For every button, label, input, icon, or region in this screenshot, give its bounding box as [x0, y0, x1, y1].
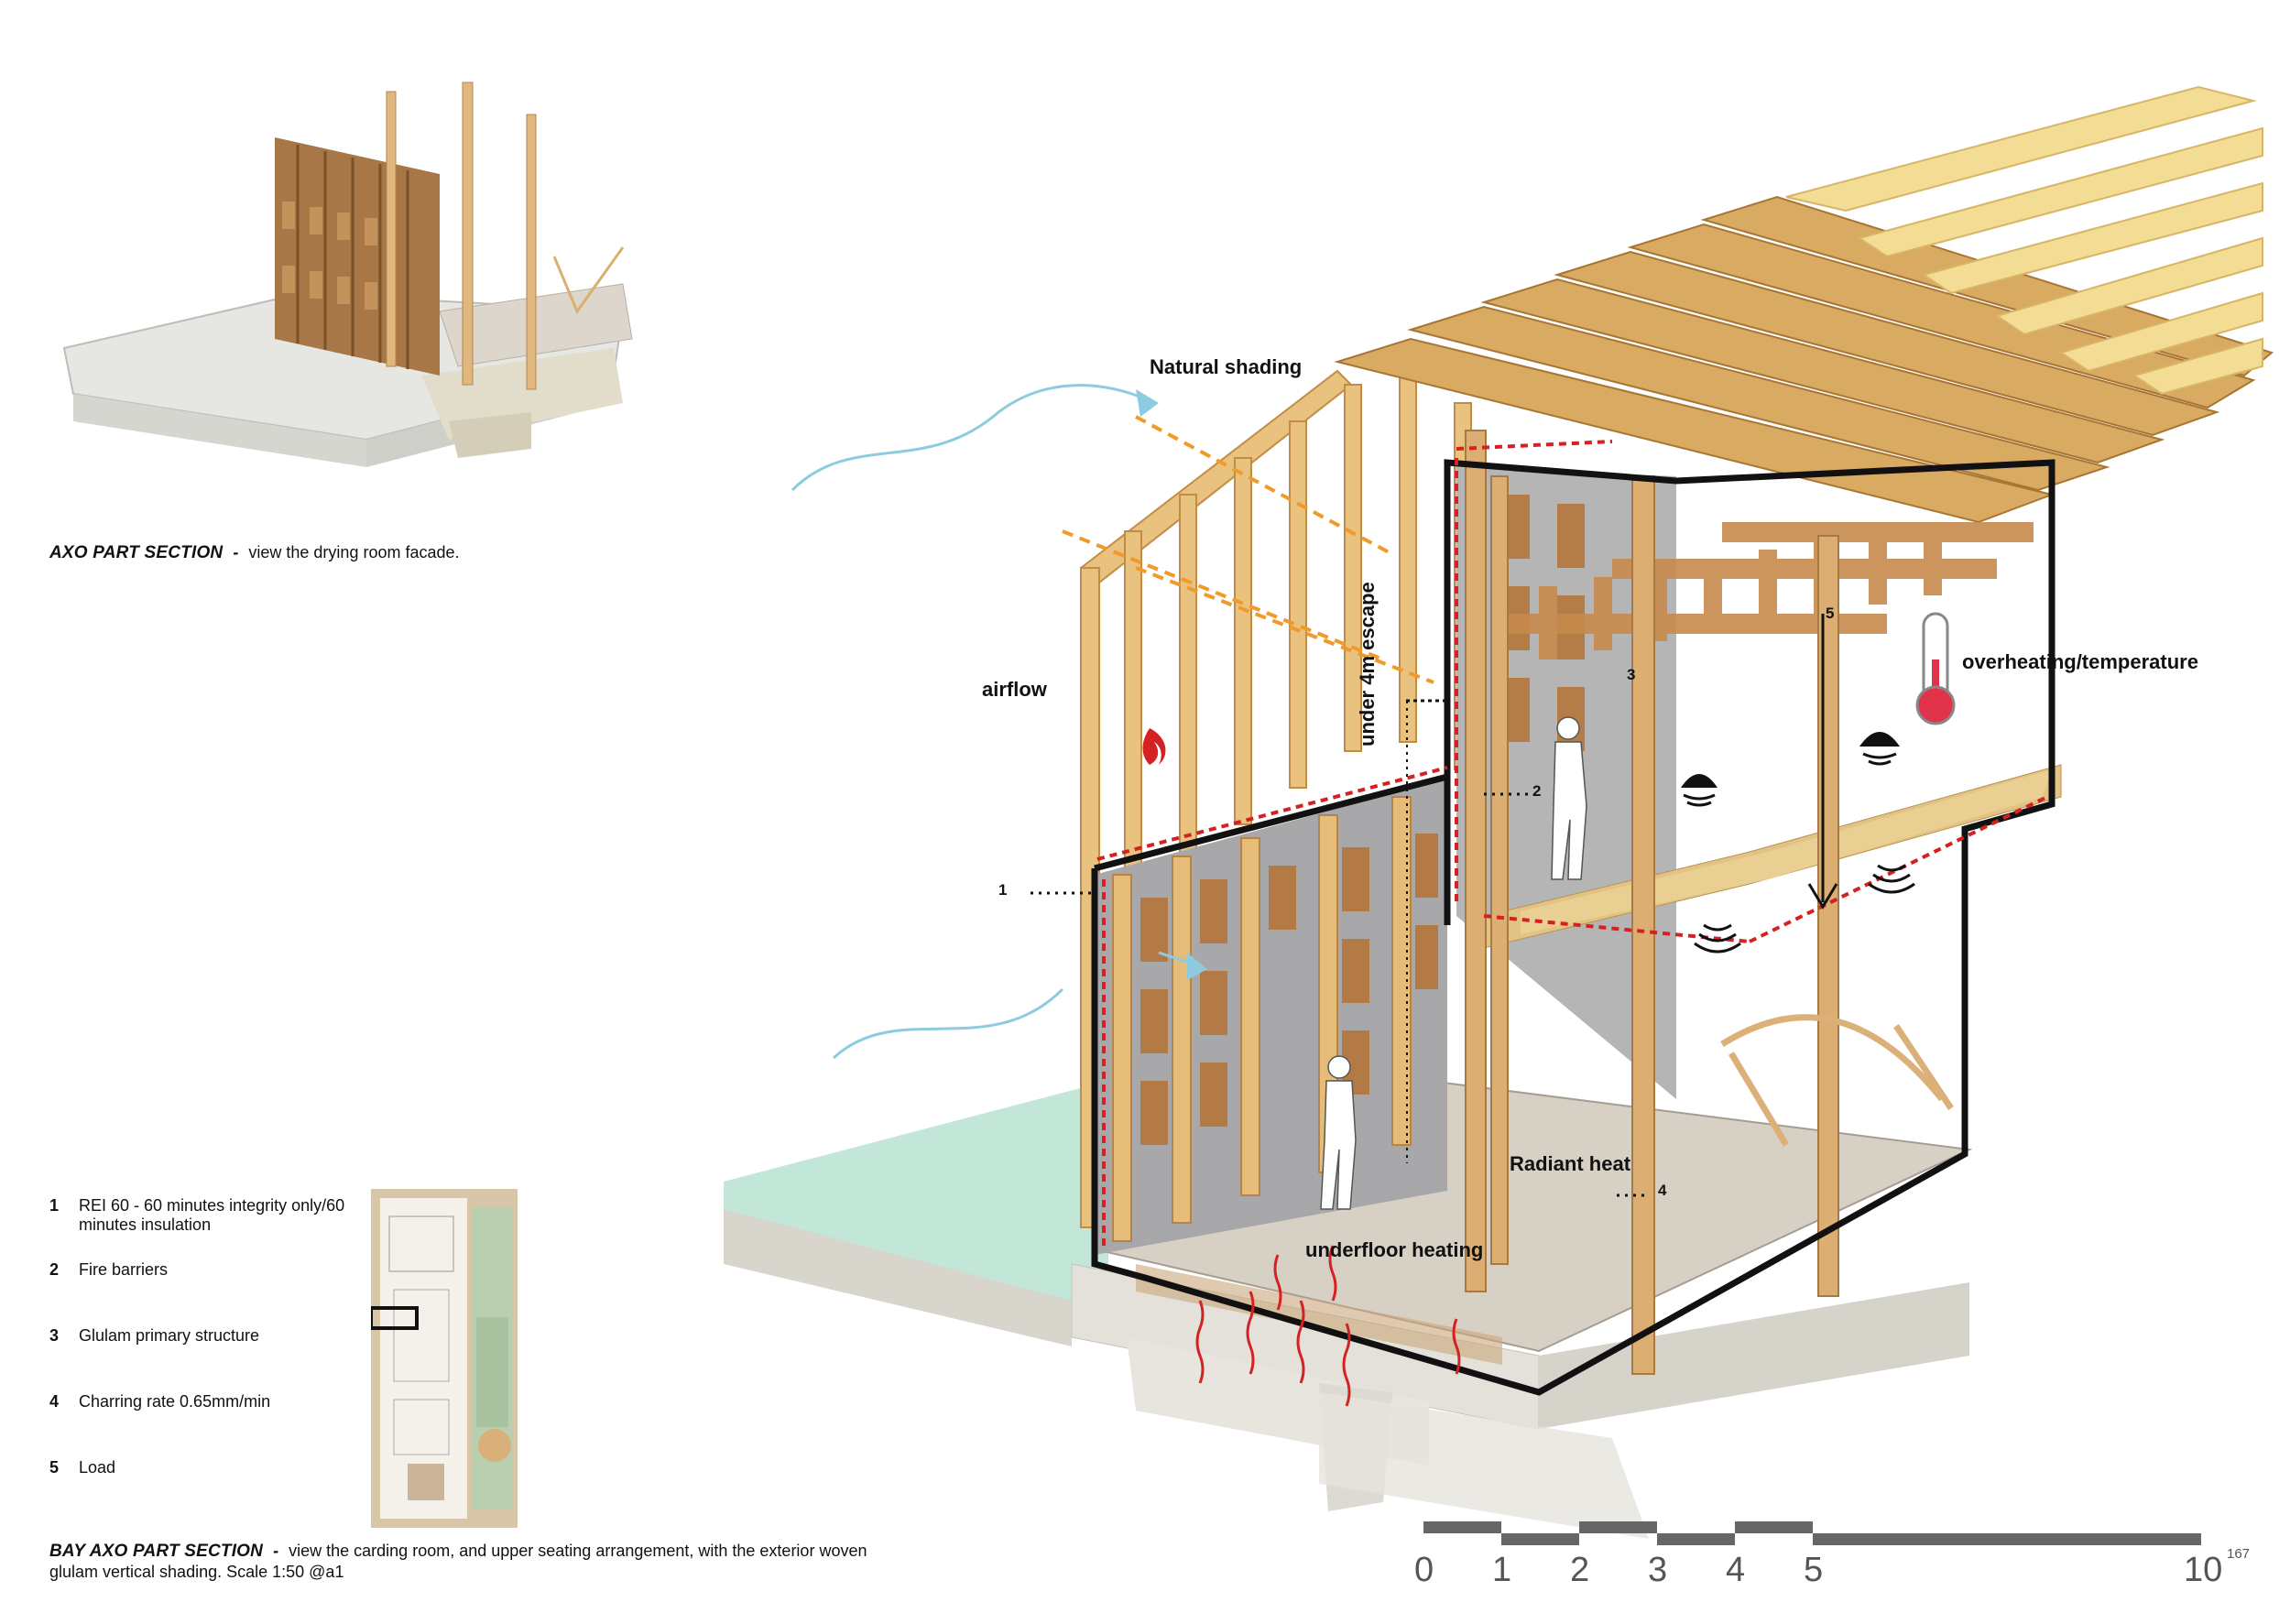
overheating-label: overheating/temperature — [1962, 650, 2198, 673]
legend-text: Fire barriers — [79, 1260, 169, 1279]
bay-caption-desc-1: view the carding room, and upper seating… — [289, 1542, 867, 1560]
bay-caption-dash: - — [273, 1542, 279, 1560]
thermometer-icon — [1915, 612, 1956, 725]
load-arrow — [1807, 614, 1838, 910]
marker-leaders — [1030, 792, 1649, 1197]
person-silhouette-upper — [1551, 716, 1587, 880]
scale-label: 1 — [1492, 1551, 1512, 1589]
bay-caption: BAY AXO PART SECTION - view the carding … — [49, 1541, 965, 1582]
legend-text: Glulam primary structure — [79, 1326, 260, 1345]
marker-5: 5 — [1826, 605, 1835, 622]
woven-facade-wall — [275, 137, 440, 376]
fire-icon — [1142, 728, 1166, 765]
woven-struts — [1720, 1014, 1954, 1147]
legend-number: 2 — [49, 1260, 60, 1279]
roof-purlins-light — [1785, 85, 2263, 396]
natural-shading-arrows — [1062, 415, 1434, 684]
marker-4: 4 — [1658, 1182, 1667, 1199]
underfloor-heat-lines — [1195, 1245, 1461, 1407]
radiant-heat-label: Radiant heat — [1510, 1152, 1631, 1175]
site-plan-highlight — [371, 1306, 419, 1330]
scale-label: 10 — [2184, 1551, 2223, 1589]
scale-bar — [1423, 1521, 2201, 1545]
bay-caption-desc-2: glulam vertical shading. Scale 1:50 @a1 — [49, 1563, 344, 1581]
radiant-heat-wave-icon-1 — [1694, 923, 1741, 954]
page-number: 167 — [2227, 1546, 2251, 1562]
marker-2: 2 — [1532, 782, 1542, 800]
timber-posts — [386, 82, 537, 390]
escape-label: under 4m escape — [1356, 582, 1379, 747]
left-facade-studs — [1079, 369, 1472, 1228]
radiant-heater-icon-1 — [1681, 774, 1718, 807]
legend-text: Charring rate 0.65mm/min — [79, 1392, 271, 1411]
legend-text: REI 60 - 60 minutes integrity only/60 mi… — [79, 1196, 345, 1234]
scale-label: 3 — [1648, 1551, 1668, 1589]
airflow-label: airflow — [982, 678, 1047, 701]
axo-caption-desc: view the drying room facade. — [248, 543, 460, 561]
axo-caption-dash: - — [233, 543, 239, 561]
water-landscape — [724, 1081, 1108, 1319]
underfloor-heating-label: underfloor heating — [1305, 1238, 1484, 1261]
concrete-foundation — [1071, 1263, 1969, 1539]
radiant-heater-icon-2 — [1859, 732, 1900, 766]
scale-label: 5 — [1804, 1551, 1824, 1589]
section-outline — [1091, 459, 2056, 1396]
axo-part-section-drawing — [62, 82, 633, 467]
legend-number: 1 — [49, 1196, 60, 1215]
site-plan-key — [371, 1189, 518, 1528]
bay-caption-title: BAY AXO PART SECTION — [49, 1542, 264, 1561]
ground-base — [724, 1209, 1072, 1346]
scale-label: 0 — [1414, 1551, 1434, 1589]
lower-wall-panel — [1095, 779, 1447, 1255]
axo-caption: AXO PART SECTION - view the drying room … — [49, 542, 460, 563]
natural-shading-label: Natural shading — [1150, 355, 1303, 378]
legend-text: Load — [79, 1458, 116, 1477]
glulam-posts — [1465, 430, 1839, 1375]
marker-1: 1 — [998, 881, 1008, 899]
roof-rafters — [1334, 195, 2274, 524]
axo-caption-title: AXO PART SECTION — [49, 543, 224, 562]
person-silhouette-lower — [1320, 1055, 1357, 1210]
scale-label: 4 — [1726, 1551, 1746, 1589]
legend-number: 4 — [49, 1392, 60, 1411]
marker-3: 3 — [1627, 666, 1636, 683]
legend-number: 5 — [49, 1458, 60, 1477]
scale-label: 2 — [1570, 1551, 1590, 1589]
radiant-heat-wave-icon-2 — [1868, 864, 1915, 894]
legend-number: 3 — [49, 1326, 60, 1345]
